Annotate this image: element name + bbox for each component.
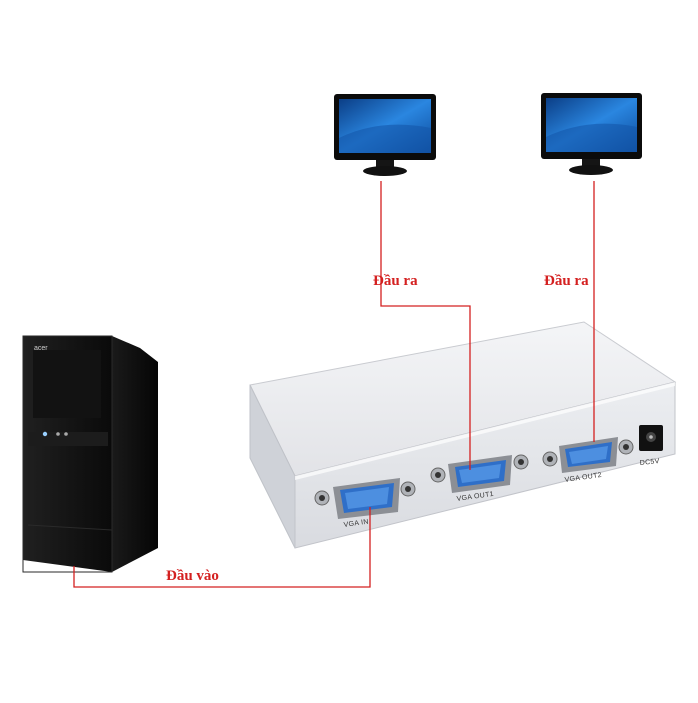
output-label-1: Đầu ra [373,273,418,289]
connection-wires [73,181,595,588]
pc-tower-icon [22,335,158,573]
pc-brand-logo: acer [34,345,48,352]
power-jack [639,425,663,451]
vga-in-port [314,478,416,519]
wire-output-1 [380,181,471,470]
output-label-2: Đầu ra [544,273,589,289]
power-label: DC5V [639,458,660,467]
monitor-icon [334,94,436,176]
vga-out2-port [542,437,634,473]
wire-input [73,507,371,588]
input-label: Đầu vào [166,568,219,584]
vga-out1-port [430,454,529,493]
vga-splitter-icon: VGA IN VGA OUT1 VGA OUT2 DC5V [249,321,677,549]
vga-in-label: VGA IN [343,519,369,529]
monitor-icon [541,93,642,175]
